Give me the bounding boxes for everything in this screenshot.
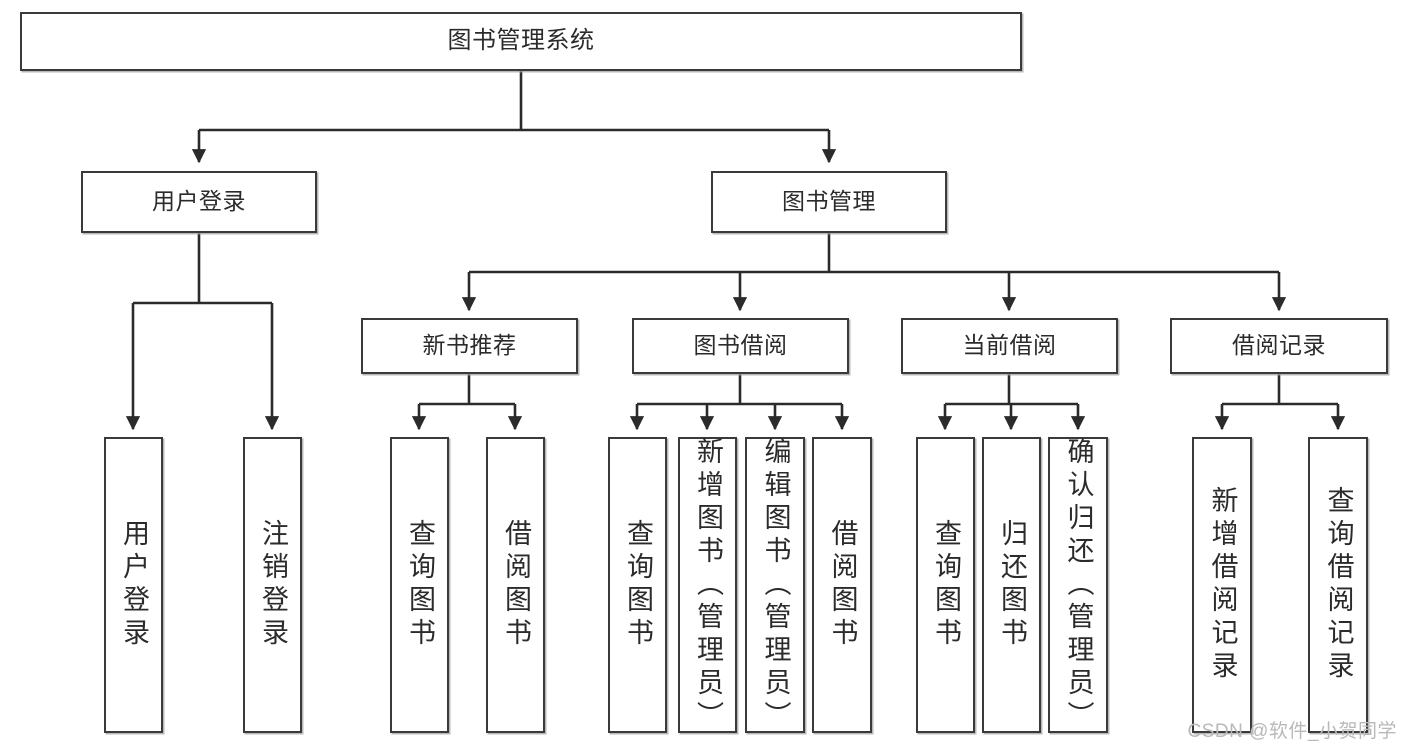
leaf-label: 借阅图书: [501, 519, 531, 651]
node-user-login[interactable]: 用户登录: [81, 171, 317, 233]
leaf-current-borrow-1[interactable]: 归还图书: [982, 437, 1041, 733]
leaf-user-login-0[interactable]: 用户登录: [104, 437, 163, 733]
node-new-book-recommend-label: 新书推荐: [422, 332, 517, 359]
leaf-label: 新增图书（管理员）: [693, 436, 723, 734]
leaf-book-borrow-2[interactable]: 编辑图书（管理员）: [745, 436, 805, 734]
leaf-new-book-recommend-0[interactable]: 查询图书: [390, 437, 449, 733]
node-current-borrow[interactable]: 当前借阅: [901, 318, 1118, 374]
leaf-label: 查询图书: [931, 519, 961, 651]
leaf-user-login-1[interactable]: 注销登录: [243, 437, 302, 733]
node-borrow-record-label: 借阅记录: [1232, 332, 1326, 359]
node-user-login-label: 用户登录: [152, 188, 246, 215]
leaf-label: 借阅图书: [827, 519, 858, 651]
node-book-borrow[interactable]: 图书借阅: [632, 318, 849, 374]
node-root[interactable]: 图书管理系统: [20, 12, 1022, 71]
watermark: CSDN @软件_小贺同学: [1187, 721, 1397, 742]
leaf-book-borrow-1[interactable]: 新增图书（管理员）: [678, 436, 737, 734]
node-book-borrow-label: 图书借阅: [693, 332, 788, 359]
node-book-manage[interactable]: 图书管理: [711, 171, 947, 233]
leaf-current-borrow-2[interactable]: 确认归还（管理员）: [1048, 436, 1108, 734]
leaf-book-borrow-3[interactable]: 借阅图书: [812, 437, 872, 733]
leaf-label: 查询图书: [405, 519, 435, 651]
leaf-label: 归还图书: [997, 519, 1027, 651]
node-borrow-record[interactable]: 借阅记录: [1170, 318, 1388, 374]
leaf-label: 确认归还（管理员）: [1063, 436, 1094, 734]
leaf-label: 注销登录: [258, 519, 288, 651]
leaf-label: 用户登录: [119, 519, 149, 651]
node-book-manage-label: 图书管理: [782, 188, 876, 215]
leaf-book-borrow-0[interactable]: 查询图书: [608, 437, 667, 733]
leaf-new-book-recommend-1[interactable]: 借阅图书: [486, 437, 545, 733]
leaf-label: 新增借阅记录: [1207, 486, 1238, 684]
leaf-label: 编辑图书（管理员）: [760, 436, 791, 734]
leaf-borrow-record-0[interactable]: 新增借阅记录: [1192, 437, 1252, 733]
node-current-borrow-label: 当前借阅: [962, 332, 1057, 359]
leaf-label: 查询图书: [623, 519, 653, 651]
leaf-borrow-record-1[interactable]: 查询借阅记录: [1308, 437, 1368, 733]
leaf-current-borrow-0[interactable]: 查询图书: [916, 437, 975, 733]
node-root-label: 图书管理系统: [447, 27, 595, 55]
node-new-book-recommend[interactable]: 新书推荐: [361, 318, 578, 374]
leaf-label: 查询借阅记录: [1323, 486, 1354, 684]
